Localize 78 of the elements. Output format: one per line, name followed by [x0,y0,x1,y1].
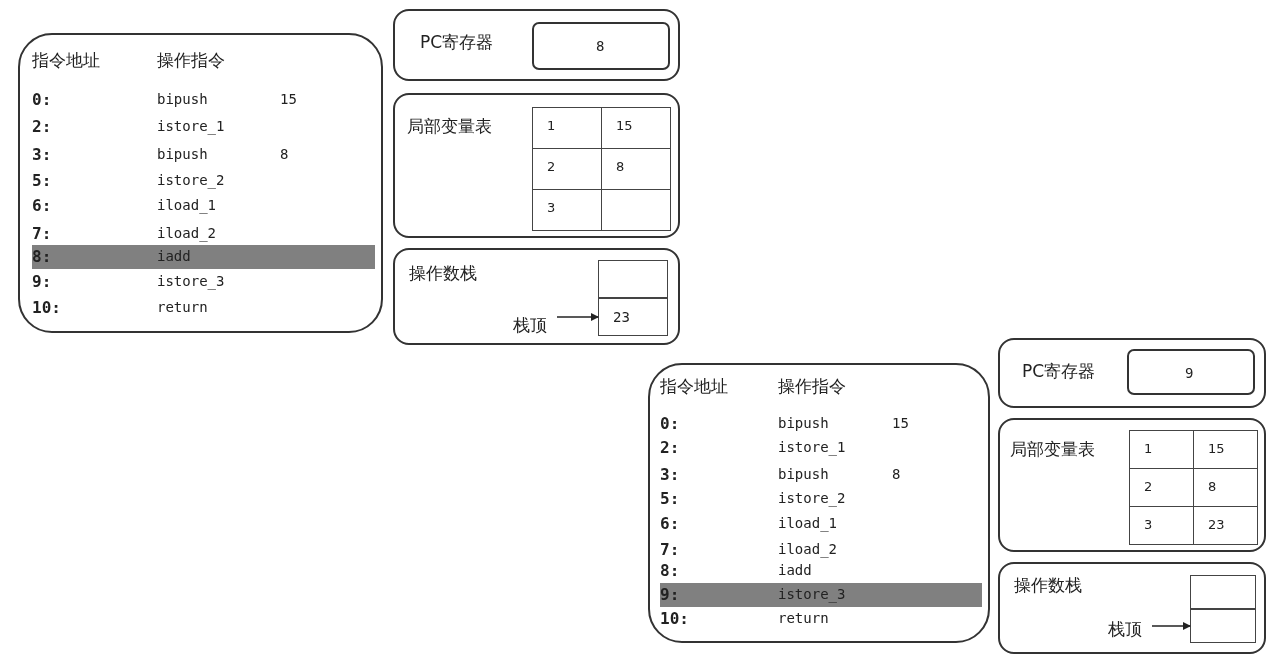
operand-stack-panel [998,562,1266,654]
instruction-address: 8: [32,247,52,266]
operand: 15 [892,415,909,431]
instruction-address: 6: [32,196,52,215]
operand: 8 [892,466,901,482]
opcode: iload_1 [778,515,837,531]
instruction-address: 2: [32,117,52,136]
operand-stack-panel [393,248,680,345]
stack-top-label: 栈顶 [1108,618,1142,641]
table-cell: 15 [601,107,671,149]
instruction-address: 9: [660,585,680,604]
panel-heading: 操作数栈 [1014,574,1082,597]
instruction-address: 0: [32,90,52,109]
arrow [556,313,599,321]
opcode: return [157,299,208,315]
stack-slot [1190,575,1256,609]
code-panel [18,33,383,333]
table-cell: 3 [1129,506,1194,545]
highlighted-row [660,583,982,607]
instruction-address: 8: [660,561,680,580]
opcode: istore_2 [157,172,225,188]
register-panel [998,338,1266,408]
code-panel [648,363,990,643]
stack-slot [1190,609,1256,643]
column-header: 指令地址 [32,49,100,72]
instruction-address: 3: [32,145,52,164]
instruction-address: 10: [32,298,61,317]
stack-slot [598,298,668,336]
opcode: istore_1 [778,439,846,455]
stack-slot [598,260,668,298]
register-value: 8 [596,38,605,54]
instruction-address: 7: [660,540,680,559]
instruction-address: 2: [660,438,680,457]
opcode: istore_1 [157,118,225,134]
instruction-address: 3: [660,465,680,484]
table-cell: 1 [1129,430,1194,469]
local-variable-panel [393,93,680,238]
instruction-address: 7: [32,224,52,243]
arrow [1151,622,1191,630]
table-cell: 15 [1193,430,1258,469]
highlighted-row [32,245,375,269]
column-header: 指令地址 [660,375,728,398]
instruction-address: 5: [660,489,680,508]
table-cell: 23 [1193,506,1258,545]
operand: 8 [280,146,289,162]
table-cell: 1 [532,107,602,149]
opcode: iadd [157,248,191,264]
opcode: bipush [157,146,208,162]
opcode: iload_1 [157,197,216,213]
instruction-address: 0: [660,414,680,433]
operand: 15 [280,91,297,107]
register-value-box [532,22,670,70]
instruction-address: 5: [32,171,52,190]
column-header: 操作指令 [778,375,846,398]
register-value-box [1127,349,1255,395]
opcode: bipush [157,91,208,107]
panel-heading: PC寄存器 [1022,360,1096,383]
opcode: iload_2 [778,541,837,557]
local-variable-panel [998,418,1266,552]
instruction-address: 10: [660,609,689,628]
opcode: iadd [778,562,812,578]
opcode: bipush [778,466,829,482]
panel-heading: 局部变量表 [407,115,492,138]
opcode: istore_3 [778,586,846,602]
panel-heading: PC寄存器 [420,31,494,54]
instruction-address: 9: [32,272,52,291]
register-value: 9 [1185,365,1194,381]
panel-heading: 局部变量表 [1010,438,1095,461]
opcode: return [778,610,829,626]
table-cell: 3 [532,189,602,231]
instruction-address: 6: [660,514,680,533]
column-header: 操作指令 [157,49,225,72]
panel-heading: 操作数栈 [409,262,477,285]
opcode: istore_2 [778,490,846,506]
stack-top-label: 栈顶 [513,314,547,337]
register-panel [393,9,680,81]
stack-value: 23 [613,309,630,325]
opcode: bipush [778,415,829,431]
